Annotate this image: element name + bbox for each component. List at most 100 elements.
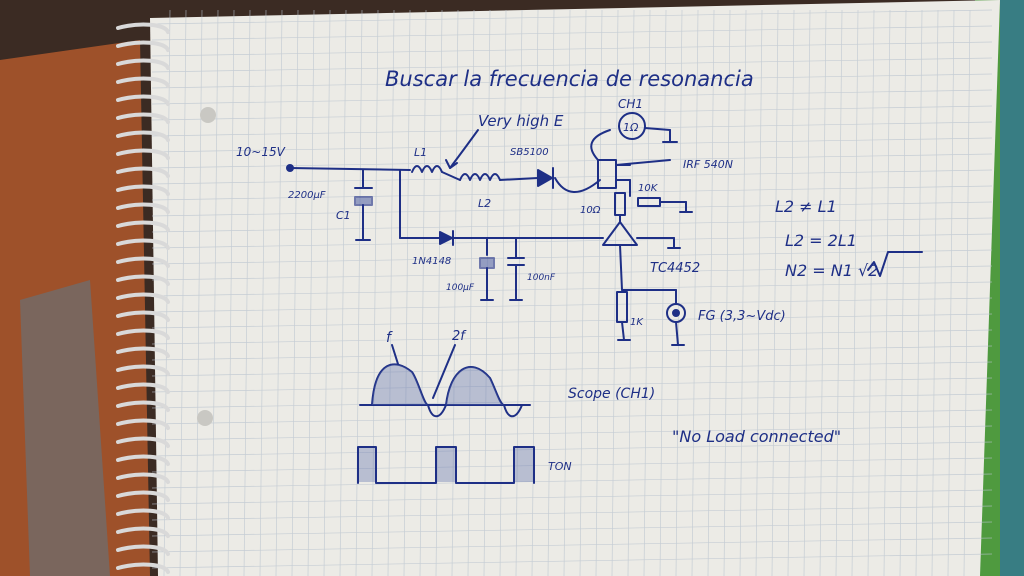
grid-line	[179, 9, 187, 576]
spiral-ring	[116, 562, 170, 574]
spiral-ring	[116, 238, 170, 250]
grid-line	[291, 9, 299, 576]
grid-line	[259, 9, 267, 576]
supply-label: 10~15V	[236, 145, 286, 159]
spiral-ring	[116, 94, 170, 106]
grid-line	[151, 185, 993, 201]
grid-line	[787, 9, 795, 576]
spiral-ring	[116, 22, 170, 34]
resistor-10-label: 10Ω	[580, 205, 601, 216]
grid-line	[371, 9, 379, 576]
driver-label: TC4452	[650, 261, 700, 276]
spiral-ring	[116, 256, 170, 268]
very-high-e-note: Very high E	[478, 112, 564, 130]
spiral-ring	[116, 202, 170, 214]
diode-1n4148-label: 1N4148	[412, 256, 451, 267]
grid-line	[151, 537, 993, 553]
grid-line	[467, 9, 475, 576]
grid-line	[151, 41, 993, 57]
grid-line	[151, 121, 993, 137]
grid-line	[151, 441, 993, 457]
grid-line	[499, 9, 507, 576]
grid-line	[151, 25, 993, 41]
grid-line	[151, 521, 993, 537]
grid-line	[151, 489, 993, 505]
grid-line	[595, 9, 603, 576]
grid-line	[883, 9, 891, 576]
spiral-ring	[116, 454, 170, 466]
c1-value: 2200μF	[288, 190, 326, 201]
grid-line	[227, 9, 235, 576]
grid-line	[151, 73, 993, 89]
grid-line	[151, 345, 993, 361]
spiral-ring	[116, 382, 170, 394]
waveform-f-label: f	[386, 330, 393, 346]
grid-line	[151, 217, 993, 233]
grid-line	[151, 505, 993, 521]
grid-line	[563, 9, 571, 576]
grid-line	[739, 9, 747, 576]
grid-line	[611, 9, 619, 576]
l2-label: L2	[478, 197, 491, 210]
grid-line	[835, 9, 843, 576]
spiral-ring	[116, 310, 170, 322]
grid-line	[151, 265, 993, 281]
grid-line	[151, 233, 993, 249]
c1-label: C1	[336, 209, 351, 222]
grid-line	[963, 9, 971, 576]
no-load-note: "No Load connected"	[672, 427, 841, 446]
ch1-label: CH1	[618, 97, 643, 111]
spiral-ring	[116, 526, 170, 538]
function-generator-label: FG (3,3~Vdc)	[698, 309, 786, 324]
mosfet-label: IRF 540N	[683, 158, 733, 171]
spiral-ring	[116, 328, 170, 340]
grid-line	[151, 457, 993, 473]
resistor-10k-label: 10K	[638, 183, 659, 194]
grid-line	[931, 9, 939, 576]
grid-line	[275, 9, 283, 576]
ton-label: TON	[548, 460, 572, 473]
grid-line	[675, 9, 683, 576]
grid-line	[403, 9, 411, 576]
spiral-ring	[116, 184, 170, 196]
spiral-ring	[116, 274, 170, 286]
grid-line	[151, 329, 993, 345]
grid-line	[723, 9, 731, 576]
grid-line	[211, 9, 219, 576]
note-title: Buscar la frecuencia de resonancia	[385, 67, 754, 91]
grid-line	[243, 9, 251, 576]
spiral-ring	[116, 76, 170, 88]
equation-l2-neq-l1: L2 ≠ L1	[775, 197, 837, 216]
scope-label: Scope (CH1)	[568, 386, 655, 402]
grid-line	[151, 361, 993, 377]
grid-line	[151, 473, 993, 489]
spiral-ring	[116, 436, 170, 448]
grid-line	[579, 9, 587, 576]
spiral-ring	[116, 130, 170, 142]
grid-line	[419, 9, 427, 576]
spiral-ring	[116, 166, 170, 178]
grid-line	[151, 297, 993, 313]
grid-line	[151, 313, 993, 329]
equation-l2-eq-2l1: L2 = 2L1	[785, 231, 857, 250]
grid-line	[151, 201, 993, 217]
grid-line	[151, 553, 993, 569]
grid-line	[867, 9, 875, 576]
grid-line	[659, 9, 667, 576]
grid-line	[851, 9, 859, 576]
punch-hole	[200, 107, 216, 123]
grid-line	[387, 9, 395, 576]
spiral-ring	[116, 418, 170, 430]
resistor-1k-label: 1K	[630, 317, 644, 328]
circuit-drawing	[286, 112, 923, 484]
spiral-ring	[116, 58, 170, 70]
spiral-ring	[116, 346, 170, 358]
grid-line	[803, 9, 811, 576]
spiral-ring	[116, 508, 170, 520]
grid-line	[151, 409, 993, 425]
grid-line	[947, 9, 955, 576]
paper-page	[150, 0, 1000, 576]
grid-line	[771, 9, 779, 576]
spiral-ring	[116, 364, 170, 376]
